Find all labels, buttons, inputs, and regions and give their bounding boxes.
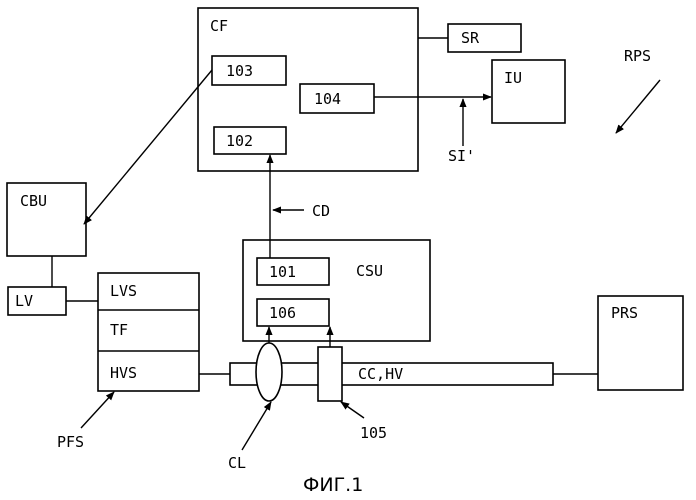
figure-caption: ФИГ.1 <box>303 474 363 496</box>
cl-pointer <box>242 402 271 450</box>
sensor-105 <box>318 347 342 401</box>
pointer-105 <box>341 402 364 418</box>
hvs-label: HVS <box>110 364 137 382</box>
cl-label: CL <box>228 454 246 472</box>
label-102: 102 <box>226 132 253 150</box>
cl-sensor <box>256 343 282 401</box>
label-101: 101 <box>269 263 296 281</box>
csu-label: CSU <box>356 262 383 280</box>
cf-label: CF <box>210 17 228 35</box>
cd-label: CD <box>312 202 330 220</box>
pfs-label: PFS <box>57 433 84 451</box>
tf-label: TF <box>110 321 128 339</box>
label-106: 106 <box>269 304 296 322</box>
rps-label: RPS <box>624 47 651 65</box>
cbu-label: CBU <box>20 192 47 210</box>
lv-label: LV <box>15 292 33 310</box>
lvs-label: LVS <box>110 282 137 300</box>
iu-block <box>492 60 565 123</box>
label-103: 103 <box>226 62 253 80</box>
arrow-103-to-cbu <box>84 70 212 224</box>
sr-label: SR <box>461 29 480 47</box>
pfs-pointer <box>81 392 114 428</box>
sr-block <box>448 24 521 52</box>
si-label: SI' <box>448 147 475 165</box>
rps-pointer <box>616 80 660 133</box>
iu-label: IU <box>504 69 522 87</box>
label-105: 105 <box>360 424 387 442</box>
prs-label: PRS <box>611 304 638 322</box>
label-104: 104 <box>314 90 341 108</box>
cchv-label: CC,HV <box>358 365 403 383</box>
